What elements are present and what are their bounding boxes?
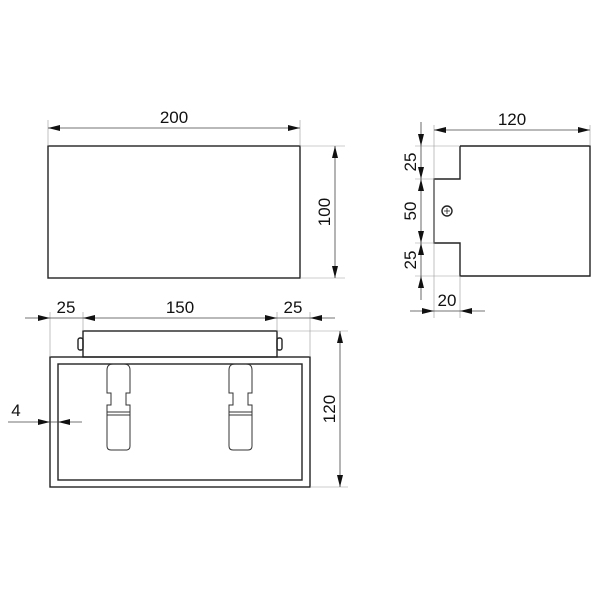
housing-outer [49, 356, 311, 488]
dim-bottom-right: 25 [284, 298, 303, 317]
dim-side-step: 20 [438, 291, 457, 310]
dim-bottom-left: 25 [57, 298, 76, 317]
bottom-view: 25 150 25 120 4 [8, 298, 348, 488]
screw-icon [441, 205, 453, 217]
mounting-plate [82, 330, 278, 358]
dim-side-bottom: 25 [401, 251, 420, 270]
dim-bottom-center: 150 [166, 298, 194, 317]
side-view: 120 25 50 25 20 [401, 110, 591, 318]
front-view: 200 100 [47, 108, 345, 279]
side-view-outline [433, 145, 591, 277]
dim-side-middle: 50 [401, 202, 420, 221]
dim-front-width: 200 [160, 108, 188, 127]
dim-bottom-height: 120 [320, 395, 339, 423]
dim-side-top: 25 [401, 153, 420, 172]
lamp-holder-left-icon [106, 363, 131, 451]
front-view-outline [47, 145, 301, 279]
dim-wall-thickness: 4 [11, 401, 20, 420]
lamp-holder-right-icon [228, 363, 253, 451]
housing-inner [57, 363, 303, 481]
dim-front-height: 100 [315, 198, 334, 226]
dim-side-depth: 120 [498, 110, 526, 129]
